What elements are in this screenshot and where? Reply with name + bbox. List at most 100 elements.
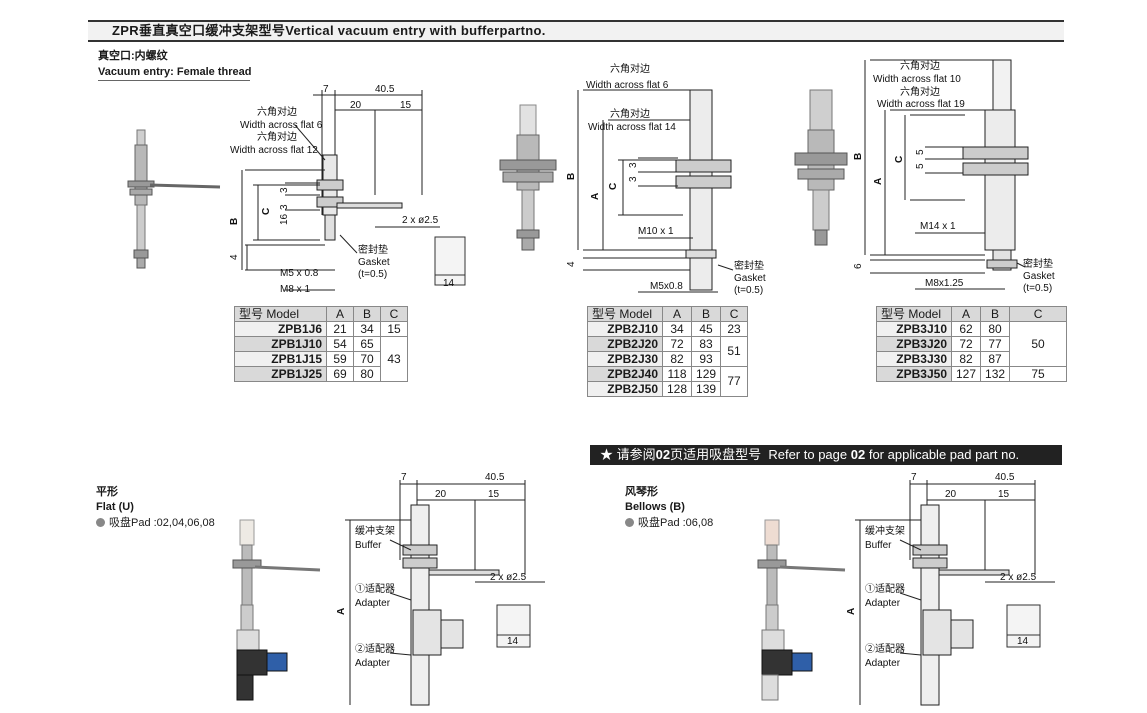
product-photo-1 [127, 129, 221, 269]
pad-dot-icon [625, 518, 634, 527]
adapter1-cn: ①适配器 [355, 583, 395, 595]
hex-cn-2: 六角对边 [257, 130, 297, 143]
diagram-3: 六角对边 Width across flat 10 六角对边 Width acr… [853, 59, 1055, 294]
lower-dim-40-5: 40.5 [485, 472, 505, 483]
lower2-width-14: 14 [1017, 636, 1029, 647]
lower2-dim-15: 15 [998, 489, 1010, 500]
col-a: A [326, 306, 354, 322]
dim3-c: C [894, 156, 905, 163]
dim3-a: A [873, 178, 884, 185]
lower-holes: 2 x ø2.5 [490, 572, 527, 583]
gasket-cn: 密封垫 [358, 243, 388, 256]
buffer-en: Buffer [355, 540, 382, 551]
dim-15: 15 [400, 100, 412, 111]
section-underline [98, 80, 250, 81]
gasket-t: (t=0.5) [358, 269, 387, 280]
hex2-cn-2: 六角对边 [610, 107, 650, 120]
lower-width-14: 14 [507, 636, 519, 647]
adapter2b-cn: ②适配器 [865, 643, 905, 655]
bellows-diagram: 7 40.5 20 15 缓冲支架 Buffer ①适配器 Adapter ②适… [846, 472, 1055, 706]
col-c: C [1009, 306, 1068, 322]
gasket2-t: (t=0.5) [734, 285, 763, 296]
lower2-dim-40-5: 40.5 [995, 472, 1015, 483]
bellows-product-photo [757, 519, 846, 701]
hex2-cn-1: 六角对边 [610, 62, 650, 75]
lower-dim-7: 7 [401, 472, 407, 483]
thread2-m5: M5x0.8 [650, 281, 683, 292]
reference-note: ★ 请参阅02页适用吸盘型号 Refer to page 02 for appl… [590, 445, 1062, 465]
dim-20: 20 [350, 100, 362, 111]
flat-side-view [496, 604, 531, 648]
dim-b: B [229, 218, 240, 225]
lower-dim-a: A [336, 608, 347, 615]
flat-diagram: 7 40.5 20 15 缓冲支架 Buffer ①适配器 Adapter ②适… [336, 472, 545, 706]
adapter1-en: Adapter [355, 598, 391, 609]
gasket3-cn: 密封垫 [1023, 257, 1053, 270]
section-title-cn: 真空口:内螺纹 [98, 50, 168, 62]
page-title: ZPR垂直真空口缓冲支架型号Vertical vacuum entry with… [88, 20, 1064, 42]
lower2-dim-7: 7 [911, 472, 917, 483]
pad-dot-icon [96, 518, 105, 527]
col-b: B [353, 306, 381, 322]
col-model: 型号 Model [234, 306, 327, 322]
product-photo-3 [794, 89, 848, 246]
flat-product-photo [232, 519, 321, 701]
dim2-3a: 3 [628, 162, 639, 168]
flat-title-en: Flat (U) [96, 501, 134, 513]
col-c: C [720, 306, 749, 322]
hex3-cn-1: 六角对边 [900, 59, 940, 72]
col-model: 型号 Model [587, 306, 663, 322]
lower-dim-20: 20 [435, 489, 447, 500]
thread3-m8: M8x1.25 [925, 278, 964, 289]
lower-dim-15: 15 [488, 489, 500, 500]
hex-en-1: Width across flat 6 [240, 120, 323, 131]
bellows-title-cn: 风琴形 [625, 486, 658, 498]
col-a: A [661, 306, 693, 322]
buffer2-en: Buffer [865, 540, 892, 551]
bellows-side-view [1006, 604, 1041, 648]
width-14: 14 [443, 278, 455, 289]
diagram-1-side-view [434, 236, 466, 286]
product-photo-2 [499, 104, 557, 251]
adapter1b-en: Adapter [865, 598, 901, 609]
gasket2-en: Gasket [734, 273, 766, 284]
bellows-title-en: Bellows (B) [625, 501, 685, 513]
gasket3-en: Gasket [1023, 271, 1055, 282]
dim3-6: 6 [853, 263, 864, 269]
flat-pads: 吸盘Pad :02,04,06,08 [96, 517, 215, 530]
hex-en-2: Width across flat 12 [230, 145, 318, 156]
col-model: 型号 Model [876, 306, 952, 322]
flat-title-cn: 平形 [96, 486, 118, 498]
buffer2-cn: 缓冲支架 [865, 524, 905, 537]
dim-3b: 3 [279, 204, 290, 210]
hex2-en-2: Width across flat 14 [588, 122, 676, 133]
dim2-c: C [608, 183, 619, 190]
bellows-pads: 吸盘Pad :06,08 [625, 517, 713, 530]
adapter2-cn: ②适配器 [355, 643, 395, 655]
buffer-cn: 缓冲支架 [355, 524, 395, 537]
hex2-en-1: Width across flat 6 [586, 80, 669, 91]
gasket-en: Gasket [358, 257, 390, 268]
hex3-en-2: Width across flat 19 [877, 99, 965, 110]
hex-cn-1: 六角对边 [257, 105, 297, 118]
holes-label: 2 x ø2.5 [402, 215, 439, 226]
col-b: B [980, 306, 1011, 322]
gasket3-t: (t=0.5) [1023, 283, 1052, 294]
dim3-5b: 5 [915, 163, 926, 169]
dim3-b: B [853, 153, 864, 160]
dim2-a: A [590, 193, 601, 200]
lower2-dim-a: A [846, 608, 857, 615]
dim-16: 16 [279, 213, 290, 225]
diagram-2: 六角对边 Width across flat 6 六角对边 Width acro… [566, 62, 766, 296]
dim-4: 4 [229, 254, 240, 260]
dim-40-5: 40.5 [375, 84, 395, 95]
